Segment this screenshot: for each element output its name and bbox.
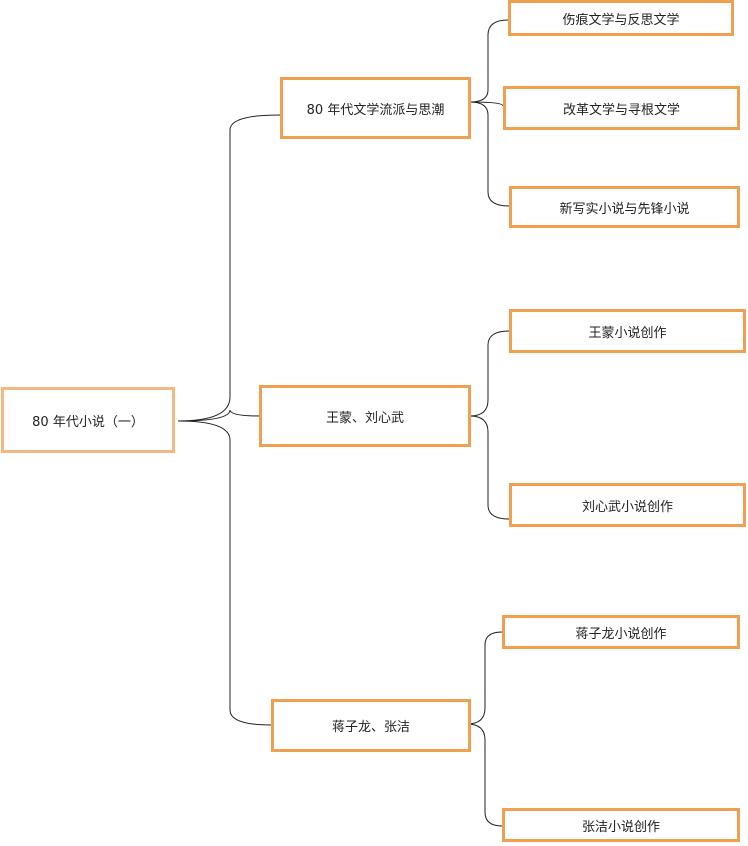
connector-branch-1-child-3 [469, 101, 510, 207]
leaf-node-1-2-label: 改革文学与寻根文学 [562, 102, 680, 118]
branch-node-1[interactable]: 80 年代文学流派与思潮 [280, 77, 471, 139]
connector-branch-3-child-2 [466, 723, 503, 827]
branch-node-2-label: 王蒙、刘心武 [325, 410, 404, 426]
connector-root-to-branch-3 [177, 420, 272, 726]
leaf-node-3-1[interactable]: 蒋子龙小说创作 [502, 615, 740, 649]
leaf-node-2-1[interactable]: 王蒙小说创作 [509, 309, 746, 353]
leaf-node-1-1-label: 伤痕文学与反思文学 [562, 12, 680, 28]
branch-node-3[interactable]: 蒋子龙、张洁 [271, 699, 471, 752]
leaf-node-2-2[interactable]: 刘心武小说创作 [509, 483, 746, 527]
leaf-node-3-1-label: 蒋子龙小说创作 [575, 626, 667, 642]
leaf-node-2-1-label: 王蒙小说创作 [588, 325, 667, 341]
branch-node-3-label: 蒋子龙、张洁 [331, 720, 410, 735]
leaf-node-2-2-label: 刘心武小说创作 [581, 499, 673, 515]
connector-branch-3-child-1 [466, 631, 503, 725]
connector-root-to-branch-2 [177, 409, 261, 422]
leaf-node-1-3[interactable]: 新写实小说与先锋小说 [509, 186, 740, 228]
leaf-node-1-1[interactable]: 伤痕文学与反思文学 [508, 0, 734, 36]
leaf-node-1-2[interactable]: 改革文学与寻根文学 [503, 86, 740, 130]
connector-branch-2-child-1 [469, 330, 510, 417]
connector-root-to-branch-1 [177, 114, 281, 422]
branch-node-1-label: 80 年代文学流派与思潮 [306, 102, 445, 118]
leaf-node-3-2[interactable]: 张洁小说创作 [502, 808, 740, 842]
leaf-node-3-2-label: 张洁小说创作 [581, 819, 660, 835]
connector-branch-2-child-2 [469, 415, 510, 520]
leaf-node-1-3-label: 新写实小说与先锋小说 [559, 201, 690, 217]
branch-node-2[interactable]: 王蒙、刘心武 [259, 385, 471, 447]
root-node-label: 80 年代小说（一） [32, 414, 144, 430]
root-node[interactable]: 80 年代小说（一） [1, 387, 175, 453]
connector-branch-1-child-1 [469, 19, 509, 103]
